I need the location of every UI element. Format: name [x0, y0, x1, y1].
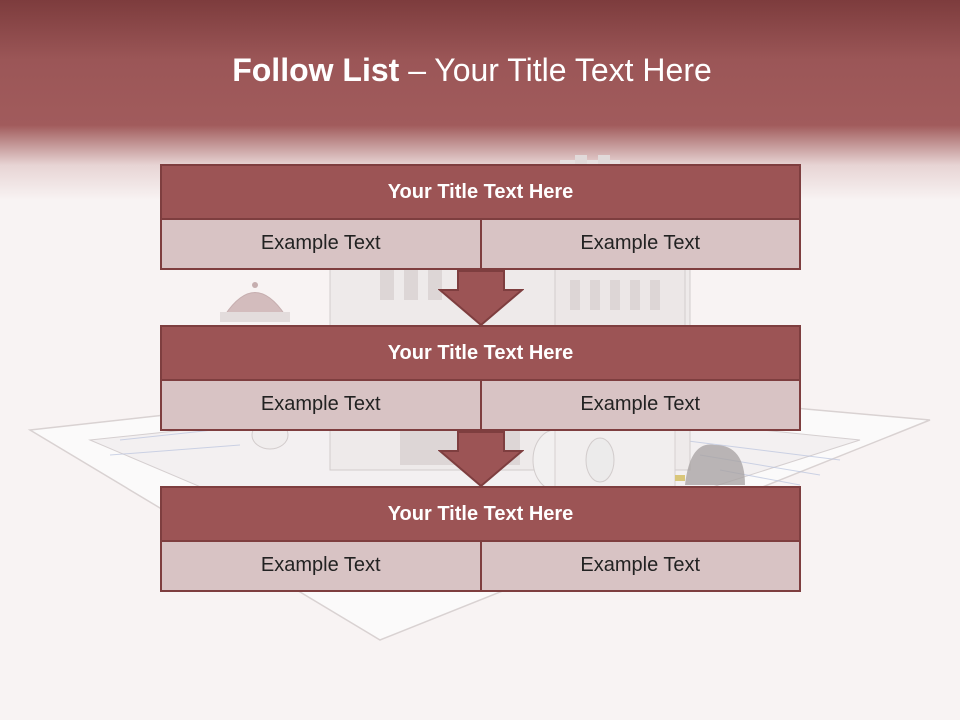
down-arrow-icon [438, 431, 524, 487]
block-row: Example Text Example Text [160, 542, 801, 592]
block-row: Example Text Example Text [160, 381, 801, 431]
list-block-3: Your Title Text Here Example Text Exampl… [160, 486, 801, 592]
list-block-1: Your Title Text Here Example Text Exampl… [160, 164, 801, 270]
down-arrow-icon [438, 270, 524, 326]
slide-title: Follow List – Your Title Text Here [0, 52, 944, 89]
title-bold: Follow List [232, 52, 400, 88]
block-cell-left: Example Text [160, 381, 482, 431]
block-title: Your Title Text Here [160, 486, 801, 542]
block-cell-right: Example Text [481, 220, 801, 270]
block-cell-left: Example Text [160, 542, 482, 592]
block-cell-right: Example Text [481, 542, 801, 592]
block-cell-right: Example Text [481, 381, 801, 431]
block-title: Your Title Text Here [160, 164, 801, 220]
block-row: Example Text Example Text [160, 220, 801, 270]
list-block-2: Your Title Text Here Example Text Exampl… [160, 325, 801, 431]
title-rest: – Your Title Text Here [399, 52, 712, 88]
block-title: Your Title Text Here [160, 325, 801, 381]
block-cell-left: Example Text [160, 220, 482, 270]
